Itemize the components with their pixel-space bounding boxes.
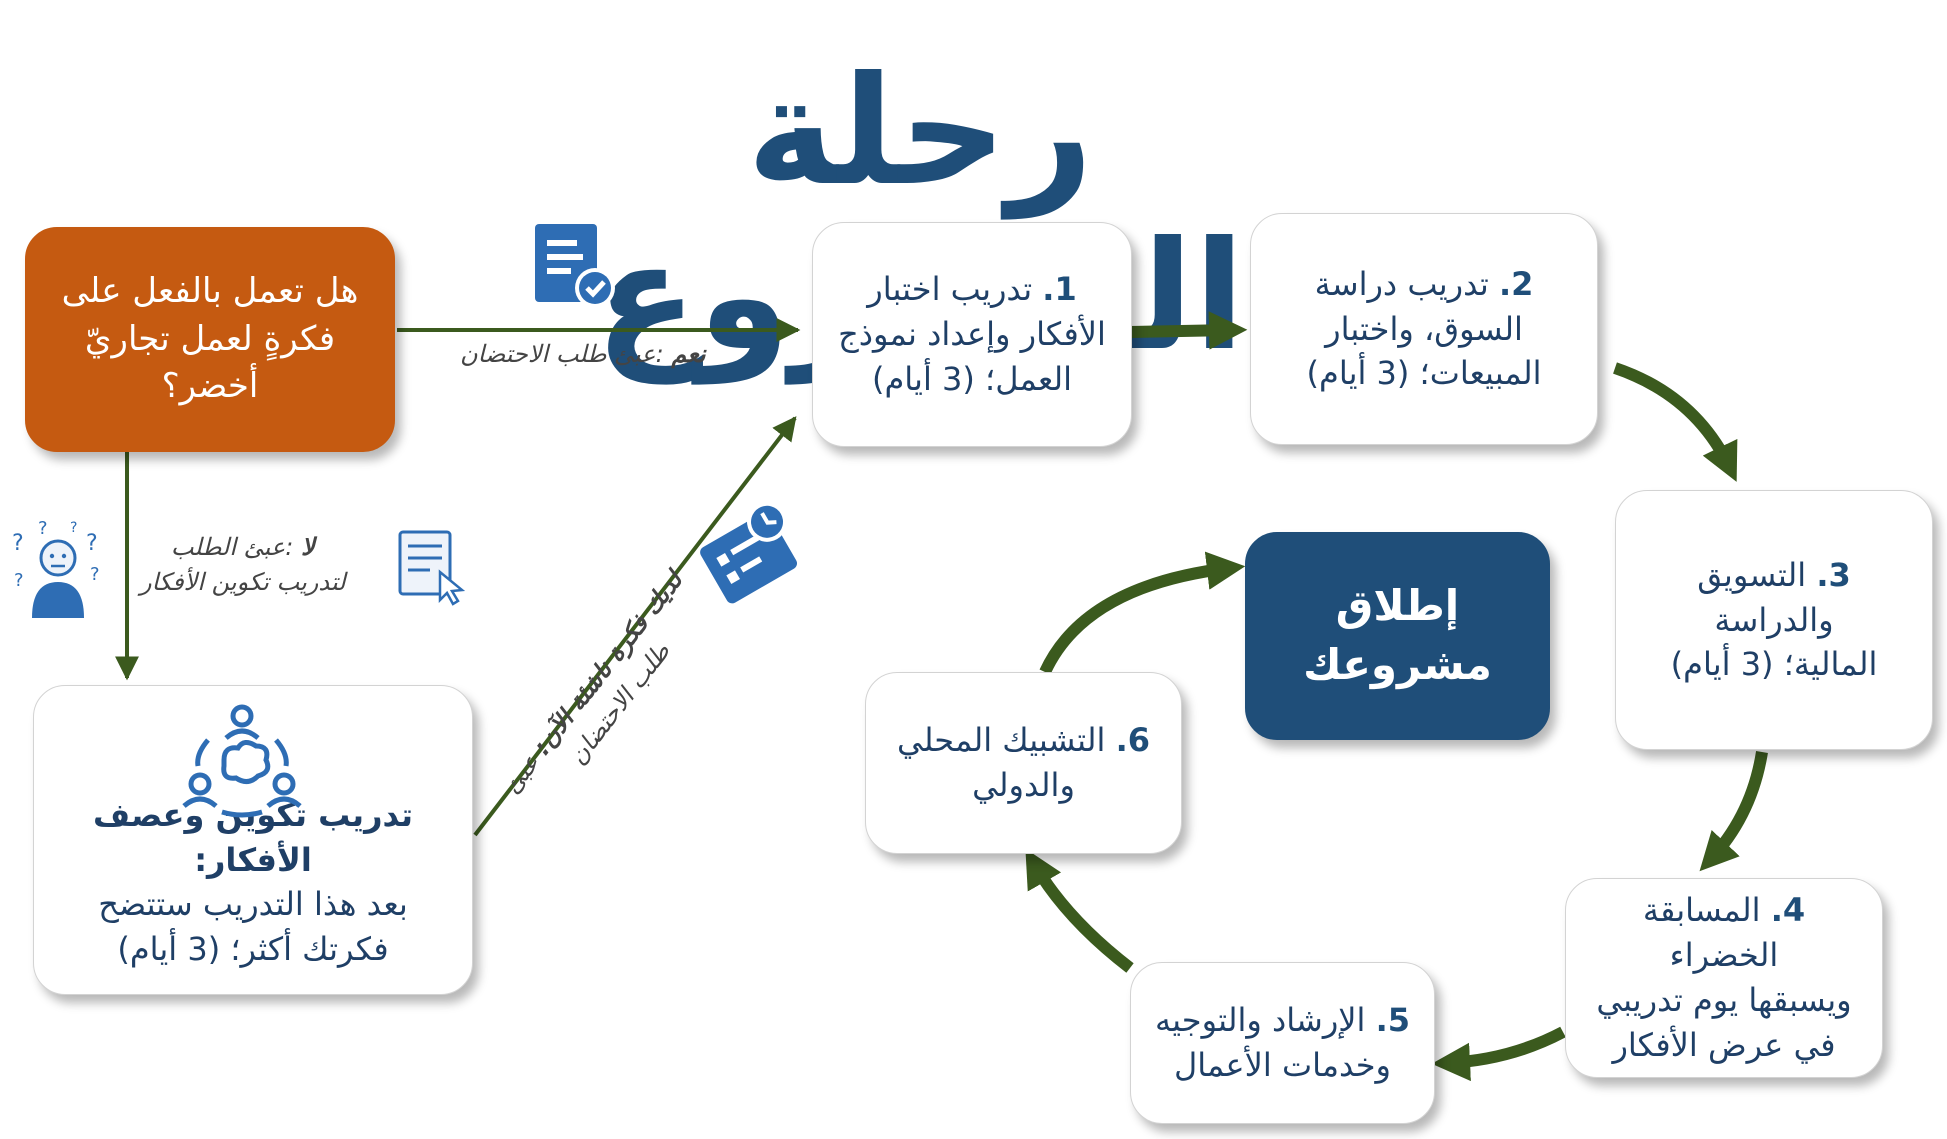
step-5-text1: الإرشاد والتوجيه [1154, 1001, 1366, 1040]
form-pointer-icon [398, 530, 466, 606]
svg-text:?: ? [12, 531, 24, 556]
svg-text:?: ? [86, 531, 98, 556]
yes-label: نعم :عبئ طلب الاحتضان [460, 340, 706, 368]
ideation-title: تدريب تكوين وعصف الأفكار: [93, 795, 413, 879]
document-check-icon [535, 224, 615, 308]
step-5-line2: وخدمات الأعمال [1174, 1046, 1391, 1084]
step-5-line1: 5. الإرشاد والتوجيه [1155, 998, 1410, 1043]
step-6-number: 6. [1115, 721, 1150, 760]
svg-text:?: ? [38, 520, 48, 539]
step5-to-step6-arrow [1025, 848, 1134, 973]
start-question-text: هل تعمل بالفعل على فكرةٍ لعمل تجاريّ أخض… [61, 271, 359, 407]
step-1-line2: الأفكار وإعداد نموذج [838, 315, 1106, 354]
step-2-line3: المبيعات؛ (3 أيام) [1306, 354, 1542, 393]
step-2-text1: تدريب دراسة [1314, 264, 1489, 303]
step-4-text1: المسابقة الخضراء [1642, 891, 1779, 975]
confused-person-icon: ? ? ? ? ? ? [12, 520, 100, 618]
step-3-text1: التسويق والدراسة [1697, 555, 1834, 639]
step-1-line3: العمل؛ (3 أيام) [872, 359, 1073, 398]
step-3-line1: 3. التسويق والدراسة [1634, 553, 1914, 643]
ideation-line2: فكرتك أكثر؛ (3 أيام) [117, 930, 389, 969]
step-2-number: 2. [1498, 264, 1534, 303]
no-label-line1: :عبئ الطلب [170, 533, 294, 561]
step-3-number: 3. [1816, 555, 1851, 594]
step-6-box: 6. التشبيك المحلي والدولي [865, 672, 1182, 854]
launch-box: إطلاق مشروعك [1245, 532, 1550, 740]
step-4-line3: في عرض الأفكار [1612, 1025, 1836, 1064]
step-1-number: 1. [1042, 270, 1077, 309]
step-6-line1: 6. التشبيك المحلي [897, 718, 1150, 763]
no-label: لا :عبئ الطلب لتدريب تكوين الأفكار [140, 530, 346, 600]
step1-to-step2-arrow [1129, 311, 1248, 350]
step2-to-step3-arrow [1613, 362, 1738, 482]
step-4-number: 4. [1770, 891, 1806, 930]
step-2-box: 2. تدريب دراسة السوق، واختبار المبيعات؛ … [1250, 213, 1598, 445]
diagonal-arrow [473, 416, 797, 837]
step-2-line2: السوق، واختبار [1325, 309, 1523, 348]
ideation-line1: بعد هذا التدريب ستتضح [98, 885, 408, 924]
step-5-number: 5. [1375, 1001, 1411, 1040]
step-1-line1: 1. تدريب اختبار [867, 267, 1076, 312]
yes-label-key: نعم [671, 340, 706, 368]
svg-text:?: ? [14, 570, 24, 591]
launch-text: إطلاق مشروعك [1303, 581, 1492, 689]
no-label-line2: لتدريب تكوين الأفكار [140, 567, 346, 596]
svg-text:?: ? [70, 520, 77, 536]
step-3-box: 3. التسويق والدراسة المالية؛ (3 أيام) [1615, 490, 1933, 750]
no-label-key: لا [300, 533, 315, 561]
step-2-line1: 2. تدريب دراسة [1315, 262, 1534, 307]
step-4-line2: ويسبقها يوم تدريبي [1596, 981, 1852, 1019]
start-question-box: هل تعمل بالفعل على فكرةٍ لعمل تجاريّ أخض… [25, 227, 395, 452]
step-4-line1: 4. المسابقة الخضراء [1584, 888, 1864, 978]
step-3-line2: المالية؛ (3 أيام) [1670, 645, 1878, 684]
step6-to-launch-arrow [1039, 551, 1246, 675]
application-clock-icon [700, 501, 798, 604]
step-1-box: 1. تدريب اختبار الأفكار وإعداد نموذج الع… [812, 222, 1132, 447]
step-5-box: 5. الإرشاد والتوجيه وخدمات الأعمال [1130, 962, 1435, 1124]
svg-text:?: ? [90, 564, 100, 585]
step4-to-step5-arrow [1431, 1026, 1566, 1082]
step3-to-step4-arrow [1699, 751, 1768, 872]
yes-label-text: :عبئ طلب الاحتضان [460, 340, 664, 368]
team-brainstorm-icon [182, 704, 302, 818]
step-4-box: 4. المسابقة الخضراء ويسبقها يوم تدريبي ف… [1565, 878, 1883, 1078]
step-1-text1: تدريب اختبار [867, 270, 1033, 309]
step-6-text1: التشبيك المحلي [897, 721, 1106, 760]
step-6-line2: والدولي [972, 766, 1075, 804]
